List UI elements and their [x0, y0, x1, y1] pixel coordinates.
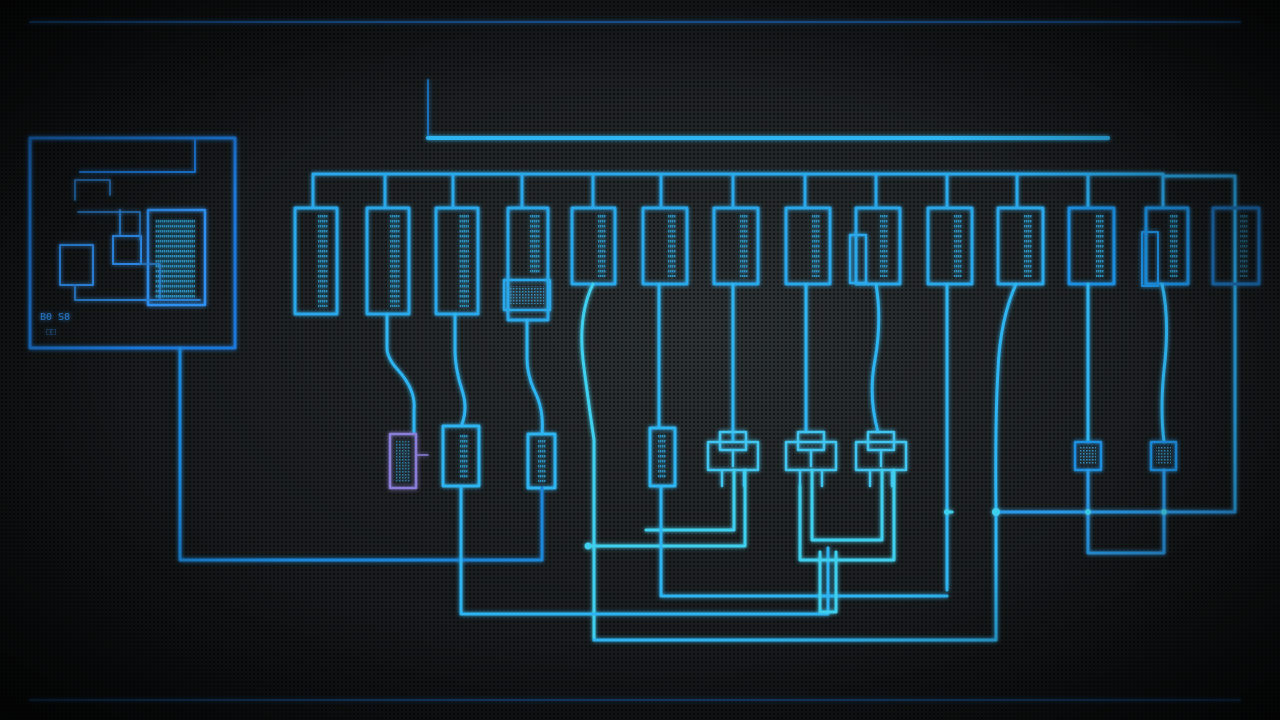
module-m11 — [996, 206, 1045, 286]
module-m5 — [570, 206, 617, 286]
inset-panel: B0 S8 ⬚⬚ — [28, 136, 237, 350]
inset-label-1: B0 S8 — [40, 312, 70, 323]
module-m3 — [434, 206, 480, 316]
main-bus — [311, 172, 1237, 512]
junction-dots — [584, 508, 1167, 550]
capacitor-c3 — [526, 432, 557, 490]
module-m13 — [1141, 206, 1190, 287]
capacitor-c4 — [648, 426, 677, 488]
frame-lines — [29, 21, 1241, 701]
module-m9 — [848, 206, 902, 286]
module-m6 — [641, 206, 689, 286]
module-leads — [385, 282, 1169, 642]
module-m7 — [712, 206, 760, 286]
module-m12 — [1067, 206, 1116, 286]
module-m8 — [784, 206, 832, 286]
inset-label-2: ⬚⬚ — [46, 327, 56, 336]
lower-wiring — [178, 346, 1237, 642]
capacitor-c1 — [388, 432, 429, 490]
top-rail — [426, 79, 1110, 140]
module-m10 — [926, 206, 974, 286]
module-m1 — [293, 206, 339, 316]
module-m4 — [502, 206, 552, 322]
capacitor-c2 — [441, 424, 481, 488]
pad-c8 — [1073, 440, 1103, 472]
inset-chip-icon — [74, 179, 111, 201]
module-m14 — [1211, 206, 1261, 286]
pad-c9 — [1149, 440, 1178, 472]
module-m2 — [365, 206, 411, 316]
